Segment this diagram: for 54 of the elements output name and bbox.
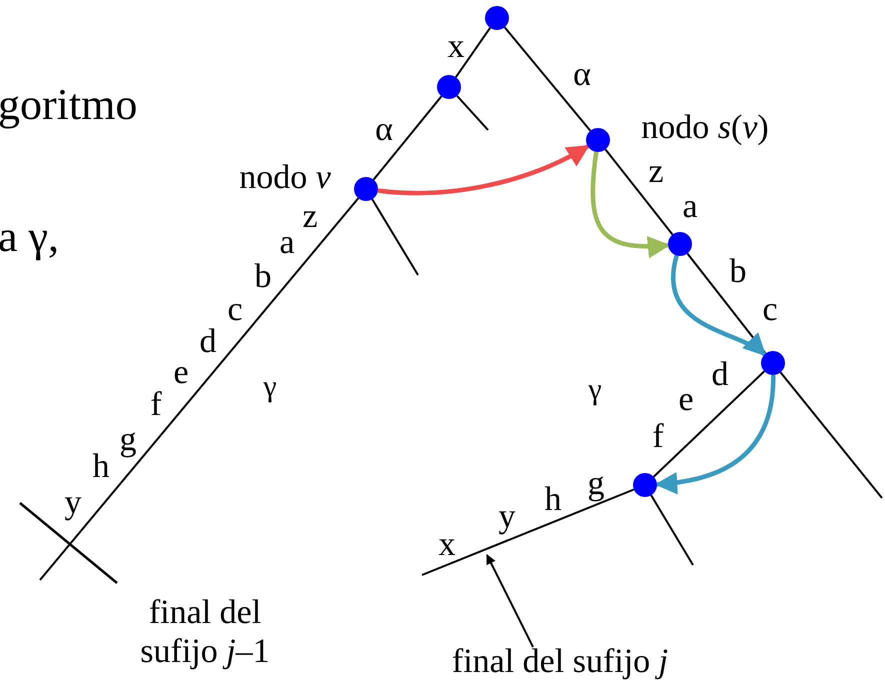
- label-text: g: [588, 467, 604, 501]
- label-text: γ: [588, 375, 602, 405]
- node-label: nodo v: [239, 161, 331, 195]
- tree-edge: [686, 252, 766, 354]
- tree-edge: [504, 26, 592, 132]
- label-text: b: [254, 260, 272, 294]
- tree-node-dot: [668, 232, 692, 256]
- label-text: d: [712, 358, 728, 392]
- label-text: y: [64, 486, 82, 520]
- tree-edge: [371, 198, 419, 276]
- label-text: e: [173, 356, 189, 390]
- edge-label: α: [573, 58, 591, 92]
- arrow: [590, 152, 670, 258]
- arrow: [654, 374, 776, 494]
- label-text: z: [648, 155, 664, 189]
- label-text: d: [200, 325, 216, 359]
- tree-edge: [604, 148, 674, 236]
- tree-edge: [39, 198, 360, 581]
- tree-edge: [653, 370, 765, 478]
- edge-label: α: [375, 113, 393, 147]
- label-text: f: [652, 420, 664, 454]
- label-text: γ: [263, 372, 277, 402]
- label-text: e: [678, 383, 694, 417]
- label-text: a: [682, 190, 698, 224]
- tree-edge: [422, 488, 634, 576]
- caption-text: final del sufijo j–1: [139, 592, 271, 672]
- label-text: a: [279, 226, 295, 260]
- tree-edge: [455, 27, 491, 78]
- label-text: c: [227, 293, 243, 327]
- arrow: [378, 144, 590, 196]
- annotation-text: final del sufijo j: [452, 645, 668, 679]
- tree-edge: [780, 372, 883, 499]
- node-label: nodo s(v): [641, 111, 769, 145]
- tree-node-dot: [761, 351, 785, 375]
- tree-edge: [372, 96, 442, 180]
- tree-edge: [650, 494, 694, 566]
- label-text: c: [762, 293, 778, 327]
- label-text: y: [498, 500, 516, 534]
- tree-node-dot: [437, 75, 461, 99]
- label-text: g: [120, 423, 136, 457]
- label-text: z: [302, 200, 318, 234]
- label-text: h: [92, 450, 110, 484]
- tree-node-dot: [633, 473, 657, 497]
- edge-label: x: [448, 30, 464, 64]
- tree-node-dot: [354, 177, 378, 201]
- tree-node-dot: [485, 6, 509, 30]
- tree-node-dot: [586, 128, 610, 152]
- leader-line: [486, 554, 534, 648]
- label-text: f: [150, 388, 162, 422]
- label-text: x: [438, 528, 456, 562]
- arrow: [671, 255, 766, 356]
- tree-edge: [456, 95, 489, 131]
- label-text: b: [730, 255, 746, 289]
- label-text: h: [544, 483, 562, 517]
